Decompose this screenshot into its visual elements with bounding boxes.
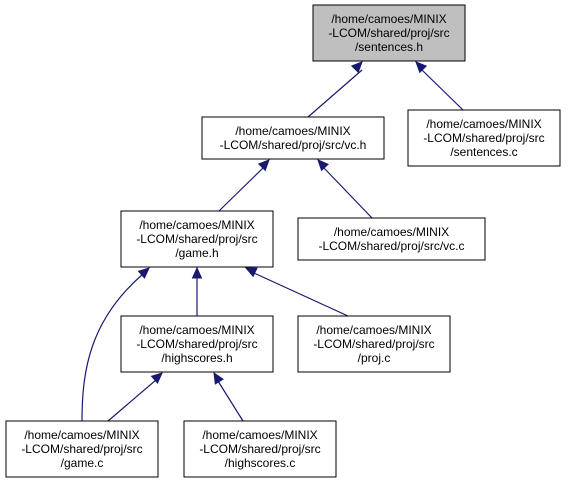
node-label-line: -LCOM/shared/proj/src [313,337,434,351]
node-label-line: -LCOM/shared/proj/src [136,232,257,246]
arrowhead-icon [137,267,150,279]
node-label-line: /home/camoes/MINIX [139,218,254,232]
arrowhead-icon [150,372,163,384]
node-label-line: /home/camoes/MINIX [24,428,139,442]
edge-line [421,69,464,111]
node-label-line: -LCOM/shared/proj/src [199,442,320,456]
edge-vc_h-to-sentences_h [307,61,363,118]
node-label-line: /home/camoes/MINIX [235,124,350,138]
node-label-line: /sentences.h [355,40,423,54]
node-label-line: -LCOM/shared/proj/src [136,337,257,351]
node-label-line: -LCOM/shared/proj/src [423,131,544,145]
arrowhead-icon [244,267,258,278]
node-label-line: -LCOM/shared/proj/src/vc.h [220,138,367,152]
edges-layer [81,61,464,422]
node-label-line: /home/camoes/MINIX [139,323,254,337]
edge-highscores_c-to-highscores_h [213,371,244,422]
node-label-line: -LCOM/shared/proj/src [21,442,142,456]
node-box [120,210,274,268]
node-vc-c[interactable]: /home/camoes/MINIX-LCOM/shared/proj/src/… [297,217,486,261]
node-label-line: /sentences.c [450,145,517,159]
node-label-line: /home/camoes/MINIX [202,428,317,442]
node-sentences-c[interactable]: /home/camoes/MINIX-LCOM/shared/proj/src/… [407,109,561,167]
node-box [183,420,337,478]
node-label-line: /home/camoes/MINIX [334,225,449,239]
node-box [201,116,385,160]
edge-line [323,167,373,219]
node-game-h[interactable]: /home/camoes/MINIX-LCOM/shared/proj/src/… [120,210,274,268]
node-proj-c[interactable]: /home/camoes/MINIX-LCOM/shared/proj/src/… [297,315,451,373]
node-highscores-h[interactable]: /home/camoes/MINIX-LCOM/shared/proj/src/… [120,315,274,373]
edge-line [107,379,157,422]
arrowhead-icon [317,159,330,172]
edge-game_c-to-highscores_h [107,372,163,422]
arrowhead-icon [213,371,224,385]
node-box [5,420,159,478]
node-highscores-c[interactable]: /home/camoes/MINIX-LCOM/shared/proj/src/… [183,420,337,478]
arrowhead-icon [257,159,270,172]
edge-proj_c-to-game_h [244,267,349,317]
node-sentences-h: /home/camoes/MINIX-LCOM/shared/proj/src/… [312,4,466,62]
node-label-line: -LCOM/shared/proj/src [328,26,449,40]
node-vc-h[interactable]: /home/camoes/MINIX-LCOM/shared/proj/src/… [201,116,385,160]
edge-line [81,273,144,422]
arrowhead-icon [415,61,428,74]
node-label-line: /highscores.h [161,351,232,365]
node-game-c[interactable]: /home/camoes/MINIX-LCOM/shared/proj/src/… [5,420,159,478]
edge-game_h-to-vc_h [218,159,270,212]
node-box [312,4,466,62]
edge-game_c-to-game_h [81,267,150,422]
edge-highscores_h-to-game_h [191,266,203,316]
node-label-line: /game.h [175,246,218,260]
arrowhead-icon [350,61,363,74]
edge-line [307,69,363,118]
node-label-line: /proj.c [358,351,391,365]
node-label-line: /home/camoes/MINIX [426,117,541,131]
node-box [407,109,561,167]
nodes-layer: /home/camoes/MINIX-LCOM/shared/proj/src/… [5,4,561,478]
node-label-line: -LCOM/shared/proj/src/vc.c [318,239,464,253]
edge-vc_c-to-vc_h [317,159,373,219]
node-label-line: /home/camoes/MINIX [316,323,431,337]
arrowhead-icon [191,266,203,279]
node-label-line: /game.c [61,456,104,470]
node-label-line: /home/camoes/MINIX [331,12,446,26]
node-label-line: /highscores.c [225,456,296,470]
edge-line [218,167,264,212]
edge-sentences_c-to-sentences_h [415,61,464,111]
node-box [120,315,274,373]
edge-line [253,272,349,317]
node-box [297,217,486,261]
node-box [297,315,451,373]
edge-line [217,380,244,422]
